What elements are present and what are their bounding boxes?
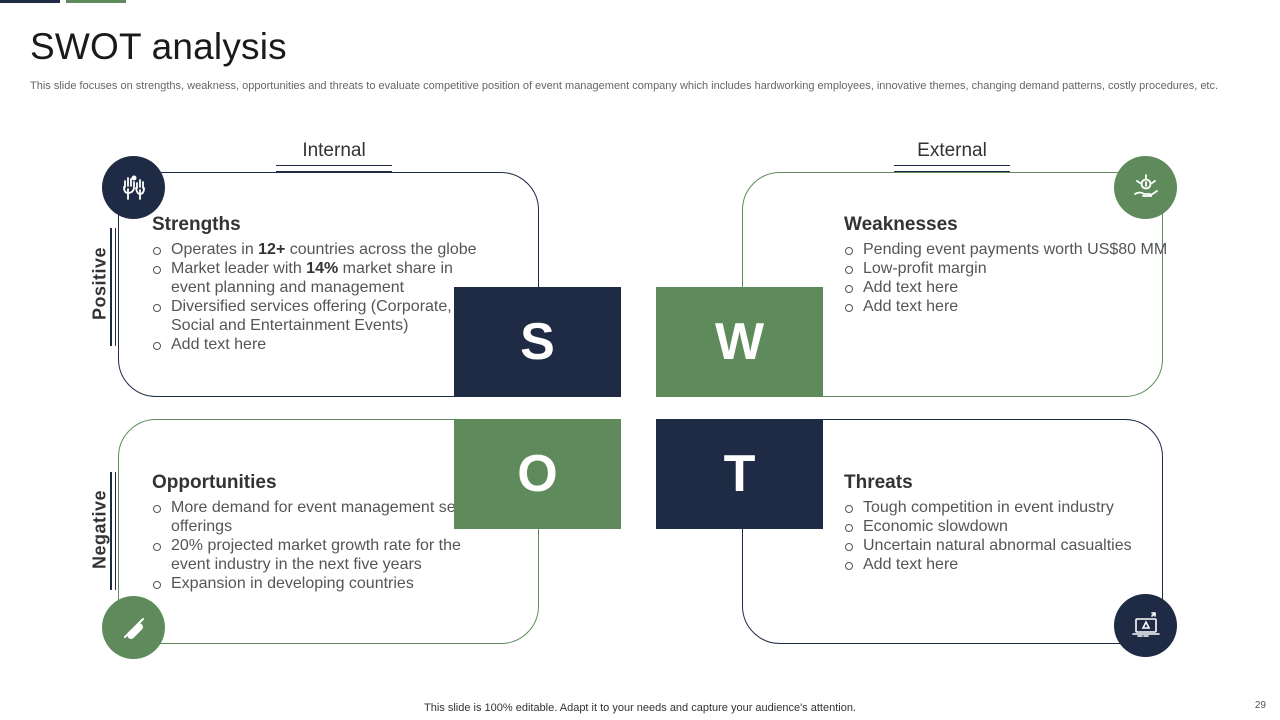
positive-divider (110, 228, 116, 346)
letter-box-t: T (656, 419, 823, 529)
threats-heading: Threats (844, 472, 913, 493)
letter-box-w: W (656, 287, 823, 397)
weaknesses-list: Pending event payments worth US$80 MM Lo… (844, 240, 1184, 316)
letter-box-o: O (454, 419, 621, 529)
positive-label: Positive (89, 246, 110, 321)
threats-list: Tough competition in event industry Econ… (844, 498, 1184, 574)
list-item: Expansion in developing countries (152, 574, 492, 593)
page-number: 29 (1254, 700, 1266, 711)
hand-money-icon (1114, 156, 1177, 219)
list-item: Add text here (844, 297, 1184, 316)
list-item: More demand for event management service… (152, 498, 492, 536)
letter-box-s: S (454, 287, 621, 397)
handshake-icon (102, 596, 165, 659)
strengths-content: Strengths Operates in 12+ countries acro… (152, 214, 492, 354)
list-item: Operates in 12+ countries across the glo… (152, 240, 492, 259)
weaknesses-heading: Weaknesses (844, 214, 958, 235)
threats-content: Threats Tough competition in event indus… (844, 472, 1184, 574)
list-item: Tough competition in event industry (844, 498, 1184, 517)
page-title: SWOT analysis (30, 26, 287, 67)
list-item: Add text here (844, 278, 1184, 297)
internal-label: Internal (276, 140, 392, 173)
opportunities-content: Opportunities More demand for event mana… (152, 472, 492, 593)
list-item: 20% projected market growth rate for the… (152, 536, 492, 574)
top-accent-navy (0, 0, 60, 3)
negative-label: Negative (89, 489, 110, 570)
opportunities-list: More demand for event management service… (152, 498, 492, 593)
external-label: External (894, 140, 1010, 173)
top-accent-green (66, 0, 126, 3)
strengths-heading: Strengths (152, 214, 241, 235)
laptop-warning-icon (1114, 594, 1177, 657)
strengths-list: Operates in 12+ countries across the glo… (152, 240, 492, 354)
opportunities-heading: Opportunities (152, 472, 277, 493)
list-item: Add text here (152, 335, 492, 354)
list-item: Uncertain natural abnormal casualties (844, 536, 1184, 555)
list-item: Economic slowdown (844, 517, 1184, 536)
list-item: Market leader with 14% market share in e… (152, 259, 492, 297)
list-item: Add text here (844, 555, 1184, 574)
list-item: Diversified services offering (Corporate… (152, 297, 492, 335)
page-subtitle: This slide focuses on strengths, weaknes… (30, 80, 1219, 92)
negative-divider (110, 472, 116, 590)
hands-up-icon (102, 156, 165, 219)
weaknesses-content: Weaknesses Pending event payments worth … (844, 214, 1184, 316)
list-item: Low-profit margin (844, 259, 1184, 278)
footer-note: This slide is 100% editable. Adapt it to… (424, 702, 856, 714)
list-item: Pending event payments worth US$80 MM (844, 240, 1184, 259)
